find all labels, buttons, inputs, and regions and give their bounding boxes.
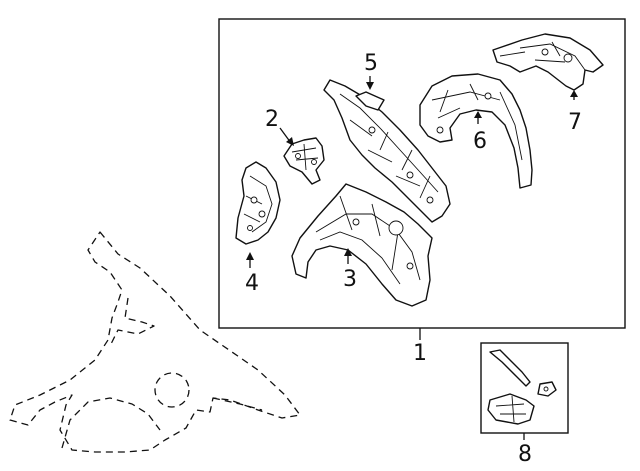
arrowhead-5 (366, 82, 374, 90)
callout-6: 6 (473, 129, 487, 154)
part-4-pillar-bracket (235, 161, 281, 245)
part-6-inner-wheelhouse (419, 73, 533, 189)
part-2-bracket (283, 137, 325, 185)
arrowhead-7 (570, 90, 578, 97)
part-8-kit (487, 349, 557, 425)
assembly-frame (218, 18, 626, 329)
callout-5: 5 (364, 51, 378, 76)
callout-7: 7 (568, 110, 582, 135)
arrowhead-3 (344, 248, 352, 256)
callout-2: 2 (265, 107, 279, 132)
phantom-quarter-panel-outline (9, 231, 301, 453)
part-3-wheelhouse (291, 183, 433, 307)
callout-8: 8 (518, 442, 532, 467)
arrowhead-6 (474, 111, 482, 118)
part-7-bracket (492, 33, 604, 91)
arrowhead-4 (246, 252, 254, 260)
callout-4: 4 (245, 271, 259, 296)
callout-3: 3 (343, 267, 357, 292)
arrowhead-2 (286, 137, 294, 146)
callout-1: 1 (413, 341, 427, 366)
part-5-reinforcement (323, 79, 451, 223)
